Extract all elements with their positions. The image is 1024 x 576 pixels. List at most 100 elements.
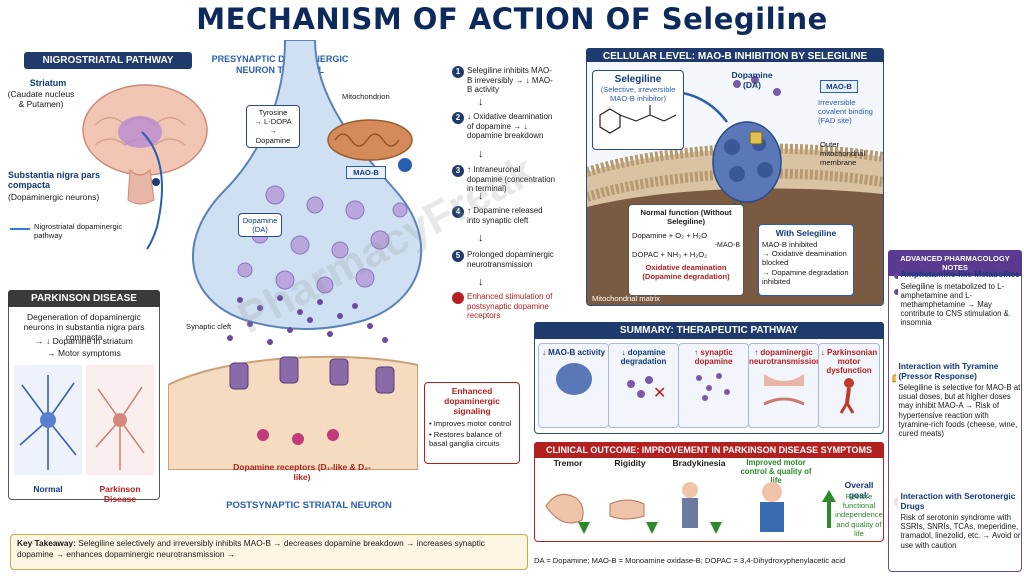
abbreviation-footnote: DA = Dopamine; MAO-B = Monoamine oxidase… bbox=[534, 556, 846, 565]
maob-terminal-label: MAO-B bbox=[346, 166, 386, 180]
neurons-comparison bbox=[14, 365, 154, 475]
bradykinesia-label: Bradykinesia bbox=[672, 458, 726, 468]
equation-left: Dopamine + O₂ + H₂O bbox=[632, 231, 708, 241]
synthesis-tyrosine: Tyrosine bbox=[258, 108, 288, 117]
mitochondrion-label: Mitochondrion bbox=[342, 92, 390, 101]
summary-enzyme-icon bbox=[555, 363, 592, 395]
with-selegiline-1: MAO-B inhibited bbox=[762, 240, 818, 249]
synthesis-dopamine: Dopamine bbox=[255, 135, 291, 145]
postsynaptic-title: POSTSYNAPTIC STRIATAL NEURON bbox=[226, 500, 392, 511]
serotonergic-text: Risk of serotonin syndrome with SSRIs, S… bbox=[900, 513, 1021, 550]
cheese-wine-icon bbox=[892, 374, 896, 383]
clinical-header: CLINICAL OUTCOME: IMPROVEMENT IN PARKINS… bbox=[534, 442, 884, 458]
advanced-section-amphetamine: Amphetamine-like Metabolites Selegiline … bbox=[891, 269, 1022, 328]
tyramine-title: Interaction with Tyramine (Pressor Respo… bbox=[898, 361, 999, 381]
normal-function-title: Normal function (Without Selegiline) bbox=[640, 208, 732, 227]
presynaptic-title: PRESYNAPTIC DOPAMINERGIC NEURON TERMINAL bbox=[211, 54, 349, 75]
summary-card-1: ↓ MAO-B activity bbox=[538, 343, 609, 428]
signaling-bullet-1: • Improves motor control bbox=[429, 419, 512, 428]
cellular-header: CELLULAR LEVEL: MAO-B INHIBITION BY SELE… bbox=[586, 48, 884, 65]
step-arrow-2: ↓ bbox=[478, 148, 484, 160]
presynaptic-terminal bbox=[191, 40, 422, 330]
amphetamine-title: Amphetamine-like Metabolites bbox=[900, 269, 1020, 279]
step-4: 4↑ Dopamine released into synaptic cleft bbox=[452, 206, 560, 225]
molecule-icon bbox=[894, 273, 898, 295]
improvement-up-arrow bbox=[822, 490, 836, 502]
outer-membrane-label: Outer mitochondrial membrane bbox=[820, 140, 866, 168]
step-arrow-1: ↓ bbox=[478, 96, 484, 108]
summary-person-icon bbox=[839, 378, 855, 414]
released-dopamine bbox=[227, 295, 388, 345]
page-title: MECHANISM OF ACTION OF Selegiline bbox=[196, 2, 828, 36]
striatum-label: Striatum bbox=[29, 78, 67, 88]
advanced-section-tyramine: Interaction with Tyramine (Pressor Respo… bbox=[891, 361, 1022, 439]
goal-text: Restore functional independence and qual… bbox=[835, 492, 883, 538]
clinical-illustrations bbox=[545, 482, 784, 534]
svg-text:✕: ✕ bbox=[653, 383, 666, 402]
parkinson-header: PARKINSON DISEASE bbox=[8, 290, 160, 307]
pill-icon bbox=[894, 498, 898, 506]
synthesis-ldopa: → L-DOPA bbox=[254, 117, 292, 127]
key-takeaway-text: Selegiline selectively and irreversibly … bbox=[17, 538, 485, 559]
rigidity-label: Rigidity bbox=[614, 458, 646, 468]
parkinson-line1: Degeneration of dopaminergic neurons in … bbox=[23, 312, 145, 342]
equation-enzyme: -MAO-B bbox=[714, 241, 740, 249]
summary-neurotransmission-icon bbox=[762, 374, 805, 406]
receptors-label: Dopamine receptors (D₁-like & D₂-like) bbox=[233, 462, 371, 482]
selegiline-title: Selegiline bbox=[614, 74, 662, 85]
substantia-nigra-sub: (Dopaminergic neurons) bbox=[8, 192, 100, 202]
normal-label: Normal bbox=[33, 484, 63, 494]
pathway-legend-line bbox=[10, 228, 30, 230]
key-takeaway-box: Key Takeaway: Selegiline selectively and… bbox=[10, 534, 528, 570]
selegiline-sub: (Selective, irreversible MAO-B inhibitor… bbox=[600, 85, 676, 104]
nigrostriatal-header: NIGROSTRIATAL PATHWAY bbox=[24, 52, 192, 69]
normal-function-box: Normal function (Without Selegiline) Dop… bbox=[628, 204, 744, 296]
step-arrow-4: ↓ bbox=[478, 232, 484, 244]
signaling-bullet-2: • Restores balance of basal ganglia circ… bbox=[429, 430, 502, 449]
irreversible-label: Irreversible covalent binding (FAD site) bbox=[818, 98, 873, 126]
selegiline-box: Selegiline (Selective, irreversible MAO-… bbox=[592, 70, 684, 150]
selegiline-structure bbox=[599, 105, 677, 135]
with-selegiline-2: → Oxidative deamination blocked bbox=[762, 249, 847, 268]
pathway-legend: Nigrostriatal dopaminergic pathway bbox=[34, 222, 123, 241]
with-selegiline-3: → Dopamine degradation inhibited bbox=[762, 267, 849, 286]
tremor-label: Tremor bbox=[553, 458, 583, 468]
synthesis-arrow: → bbox=[269, 126, 277, 136]
synthesis-box: Tyrosine → L-DOPA → Dopamine bbox=[246, 105, 300, 148]
summary-synaptic-icon bbox=[695, 373, 730, 401]
key-takeaway-label: Key Takeaway: bbox=[17, 538, 76, 548]
signaling-title: Enhanced dopaminergic signaling bbox=[444, 386, 500, 416]
cellular-maob-label: MAO-B bbox=[820, 80, 858, 94]
amphetamine-text: Selegiline is metabolized to L-amphetami… bbox=[900, 281, 1009, 328]
signaling-box: Enhanced dopaminergic signaling • Improv… bbox=[424, 382, 520, 464]
parkinson-line2: → ↓ Dopamine in striatum bbox=[35, 336, 133, 346]
cellular-dopamine-label: Dopamine (DA) bbox=[731, 70, 773, 90]
advanced-panel bbox=[888, 250, 1022, 572]
brain-illustration bbox=[82, 84, 208, 250]
improved-label: Improved motor control & quality of life bbox=[740, 458, 812, 485]
summary-card-3: ↑ synaptic dopamine bbox=[678, 343, 749, 428]
disease-label: Parkinson Disease bbox=[99, 484, 141, 504]
postsynaptic-neuron bbox=[168, 355, 418, 470]
goal-title: Overall goal: bbox=[844, 480, 874, 500]
striatum-sub: (Caudate nucleus & Putamen) bbox=[7, 89, 75, 109]
step-2: 2↓ Oxidative deamination of dopamine → ↓… bbox=[452, 112, 560, 141]
summary-card-4: ↑ dopaminergic neurotransmission bbox=[748, 343, 821, 428]
improvement-up-arrow-stem bbox=[827, 502, 831, 528]
advanced-section-serotonergic: Interaction with Serotonergic Drugs Risk… bbox=[891, 491, 1022, 550]
summary-card-2: ↓ dopamine degradation ✕ bbox=[608, 343, 679, 428]
summary-card-5: ↓ Parkinsonian motor dysfunction bbox=[818, 343, 880, 428]
advanced-header: ADVANCED PHARMACOLOGY NOTES bbox=[888, 250, 1022, 276]
synaptic-cleft-label: Synaptic cleft bbox=[186, 322, 232, 331]
summary-header: SUMMARY: THERAPEUTIC PATHWAY bbox=[534, 322, 884, 339]
tyramine-text: Selegiline is selective for MAO-B at usu… bbox=[898, 383, 1021, 439]
serotonergic-title: Interaction with Serotonergic Drugs bbox=[900, 491, 1016, 511]
step-arrow-3: ↓ bbox=[478, 190, 484, 202]
summary-degradation-icon: ✕ bbox=[626, 376, 666, 402]
with-selegiline-title: With Selegiline bbox=[775, 228, 837, 238]
oxidative-label: Oxidative deamination (Dopamine degradat… bbox=[642, 263, 730, 282]
step-arrow-5: ↓ bbox=[478, 276, 484, 288]
